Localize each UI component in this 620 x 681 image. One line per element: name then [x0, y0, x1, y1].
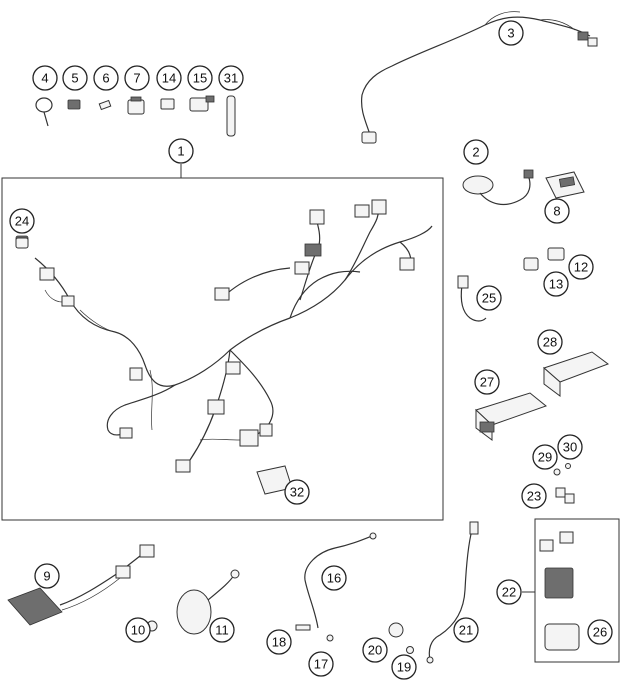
svg-text:9: 9 — [43, 569, 50, 584]
callout-23: 23 — [521, 483, 547, 509]
svg-text:4: 4 — [41, 71, 48, 86]
cable-tie — [35, 97, 53, 127]
callout-21: 21 — [453, 617, 479, 643]
callout-4: 4 — [32, 65, 58, 91]
svg-text:14: 14 — [162, 71, 176, 86]
svg-text:12: 12 — [574, 260, 588, 275]
svg-text:6: 6 — [102, 71, 109, 86]
svg-text:32: 32 — [290, 485, 304, 500]
connector-part-12 — [547, 247, 565, 261]
svg-text:1: 1 — [177, 144, 184, 159]
main-wiring-harness — [15, 199, 433, 473]
callout-8: 8 — [544, 198, 570, 224]
relay-cover-part-26 — [544, 623, 580, 651]
starter-relay-part-22 — [539, 531, 574, 599]
callout-24: 24 — [9, 208, 35, 234]
callout-13: 13 — [543, 271, 569, 297]
fuse-box-part-27 — [475, 392, 548, 441]
svg-text:31: 31 — [224, 71, 238, 86]
connector-part-15 — [189, 95, 215, 112]
sensor-cable-part-2 — [462, 169, 534, 206]
svg-text:18: 18 — [272, 635, 286, 650]
svg-text:2: 2 — [472, 145, 479, 160]
main-harness-frame — [1, 177, 444, 521]
callout-27: 27 — [474, 369, 500, 395]
connector-part-13 — [523, 257, 539, 271]
svg-text:29: 29 — [538, 450, 552, 465]
svg-text:20: 20 — [368, 643, 382, 658]
callout-11: 11 — [209, 617, 235, 643]
callout-22: 22 — [496, 579, 522, 605]
callout-18: 18 — [266, 629, 292, 655]
callout-17: 17 — [308, 651, 334, 677]
svg-text:25: 25 — [482, 291, 496, 306]
svg-text:28: 28 — [543, 335, 557, 350]
battery-cable-part-21 — [426, 521, 479, 664]
svg-text:11: 11 — [215, 623, 229, 638]
rear-wiring-harness — [360, 11, 598, 144]
svg-text:22: 22 — [502, 585, 516, 600]
svg-text:24: 24 — [15, 214, 29, 229]
starter-relay-frame — [534, 518, 620, 663]
callout-28: 28 — [537, 329, 563, 355]
svg-text:17: 17 — [314, 657, 328, 672]
callout-20: 20 — [362, 637, 388, 663]
nut-part-19 — [406, 646, 414, 654]
control-unit-part-8 — [545, 171, 585, 199]
callout-26: 26 — [587, 619, 613, 645]
svg-text:8: 8 — [553, 204, 560, 219]
svg-text:3: 3 — [507, 26, 514, 41]
fuse-part-30 — [565, 463, 571, 469]
callout-12: 12 — [568, 254, 594, 280]
callout-6: 6 — [93, 65, 119, 91]
svg-text:26: 26 — [593, 625, 607, 640]
callout-16: 16 — [321, 565, 347, 591]
callout-2: 2 — [463, 139, 489, 165]
callout-32: 32 — [284, 479, 310, 505]
callout-10: 10 — [125, 617, 151, 643]
washer-part-17 — [326, 634, 334, 642]
bracket-part-31 — [226, 95, 236, 137]
callout-3: 3 — [498, 20, 524, 46]
cable-part-25 — [457, 275, 487, 322]
fuse-part-29 — [553, 468, 561, 476]
callout-5: 5 — [62, 65, 88, 91]
svg-text:13: 13 — [549, 277, 563, 292]
callout-9: 9 — [34, 563, 60, 589]
callout-19: 19 — [391, 654, 417, 680]
connector-part-7 — [127, 96, 145, 115]
callout-15: 15 — [187, 65, 213, 91]
terminal-part-20 — [388, 622, 404, 638]
svg-text:10: 10 — [131, 623, 145, 638]
grommet-part-24 — [15, 237, 29, 249]
callout-1: 1 — [168, 138, 194, 164]
svg-text:15: 15 — [193, 71, 207, 86]
ground-cable-part-16 — [304, 532, 377, 629]
horn-part-11 — [176, 569, 240, 635]
svg-text:5: 5 — [71, 71, 78, 86]
callout-25: 25 — [476, 285, 502, 311]
connector-part-5 — [67, 99, 81, 110]
svg-text:7: 7 — [133, 71, 140, 86]
callout-14: 14 — [156, 65, 182, 91]
svg-text:30: 30 — [563, 440, 577, 455]
fuse-box-cover-part-28 — [543, 351, 610, 397]
callout-7: 7 — [124, 65, 150, 91]
connector-part-14 — [160, 98, 175, 110]
callout-31: 31 — [218, 65, 244, 91]
voltage-regulator-part-9 — [7, 544, 155, 626]
fuse-part-23 — [555, 487, 575, 504]
screw-part-18 — [295, 624, 311, 631]
svg-text:21: 21 — [459, 623, 473, 638]
svg-text:16: 16 — [327, 571, 341, 586]
svg-text:27: 27 — [480, 375, 494, 390]
callout-29: 29 — [532, 444, 558, 470]
svg-text:19: 19 — [397, 660, 411, 675]
connector-pin-part-6 — [98, 99, 112, 111]
callout-30: 30 — [557, 434, 583, 460]
svg-text:23: 23 — [527, 489, 541, 504]
